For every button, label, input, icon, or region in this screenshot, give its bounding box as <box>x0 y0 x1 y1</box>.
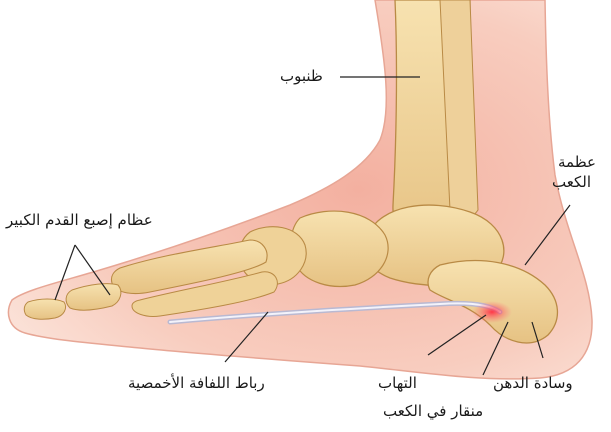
label-fat-pad: وسادة الدهن <box>493 373 573 393</box>
label-plantar-fascia: رباط اللفافة الأخمصية <box>128 373 265 393</box>
big-toe-phalanx-distal <box>24 299 65 319</box>
label-calcaneus-line2: الكعب <box>552 172 591 192</box>
label-big-toe-bones: عظام إصبع القدم الكبير <box>6 210 153 230</box>
label-heel-spur: منقار في الكعب <box>383 401 483 421</box>
label-inflammation: التهاب <box>378 373 417 393</box>
label-calcaneus-line1: عظمة <box>558 152 596 172</box>
label-tibia: ظنبوب <box>280 66 323 86</box>
inflammation-area <box>472 301 512 323</box>
